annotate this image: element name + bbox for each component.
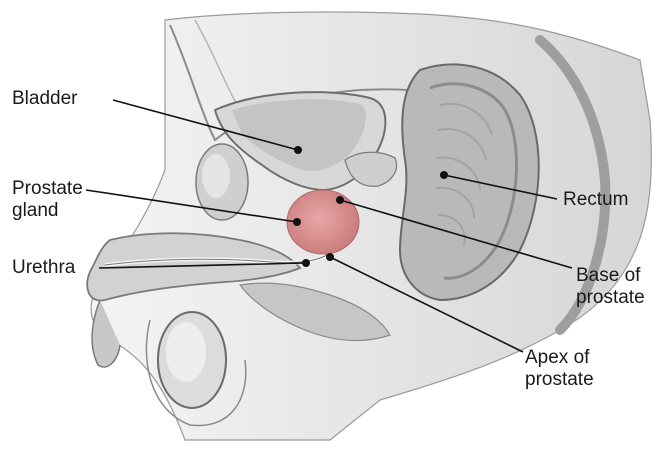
- label-prostate-gland-line1: Prostate: [12, 178, 83, 200]
- label-rectum: Rectum: [563, 189, 628, 211]
- dot-prostate-gland: [293, 218, 301, 226]
- label-urethra: Urethra: [12, 257, 75, 279]
- label-bladder: Bladder: [12, 88, 78, 110]
- label-prostate-gland-line2: gland: [12, 200, 59, 222]
- dot-base-of-prostate: [336, 196, 344, 204]
- label-apex-line2: prostate: [525, 369, 594, 391]
- dot-apex-of-prostate: [326, 253, 334, 261]
- label-apex-line1: Apex of: [525, 347, 589, 369]
- dot-rectum: [440, 171, 448, 179]
- dot-urethra: [302, 259, 310, 267]
- label-base-line2: prostate: [576, 287, 645, 309]
- dot-bladder: [294, 146, 302, 154]
- label-base-line1: Base of: [576, 265, 640, 287]
